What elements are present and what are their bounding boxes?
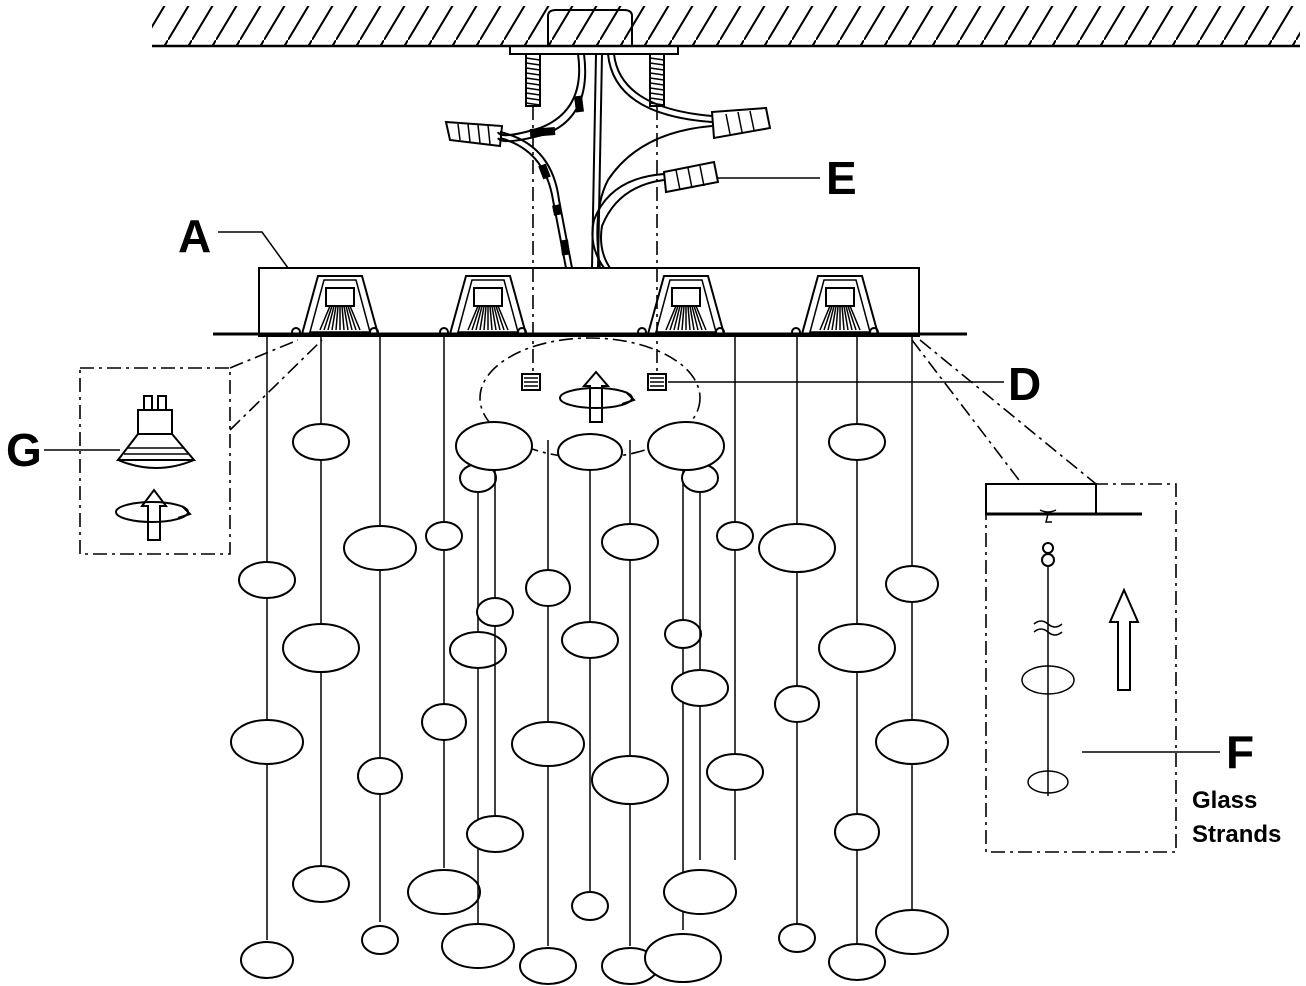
bulb-detail [79,339,323,555]
glass-bead [343,525,417,571]
lamp-holders [291,275,880,337]
glass-strand [875,336,949,955]
glass-strand [644,440,722,983]
wire-nut-e [662,160,720,194]
glass-strand [818,336,896,981]
label-g: G [6,424,120,476]
glass-bead [647,421,725,471]
label-e: E [718,152,857,204]
ceiling [152,6,1300,48]
glass-bead [885,565,939,603]
glass-bead [716,521,754,551]
label-g-text: G [6,424,42,476]
lamp-holder [291,275,380,337]
glass-strand [441,440,515,969]
label-f: F Glass Strands [1082,726,1281,848]
glass-bead [561,621,619,659]
glass-bead [834,813,880,851]
glass-strand [282,336,360,903]
glass-bead [571,891,609,921]
glass-bead [407,869,481,915]
lamp-holder [791,275,880,337]
glass-bead [758,523,836,573]
glass-bead [601,523,659,561]
glass-bead [557,433,623,471]
glass-strands [230,336,949,985]
glass-bead [466,815,524,853]
glass-bead [357,757,403,795]
glass-bead [240,941,294,979]
glass-bead [421,703,467,741]
glass-strand [511,440,585,985]
glass-bead [774,685,820,723]
label-e-text: E [826,152,857,204]
glass-bead [875,719,949,765]
glass-bead [525,569,571,607]
glass-bead [818,623,896,673]
glass-bead [778,923,816,953]
glass-strand [343,336,417,955]
glass-bead [828,943,886,981]
label-d-text: D [1008,358,1041,410]
label-d: D [668,358,1041,410]
glass-bead [828,423,886,461]
glass-strand [561,440,619,921]
glass-bead [664,619,702,649]
label-f-text: F [1226,726,1254,778]
glass-strand [706,336,764,860]
glass-bead [511,721,585,767]
glass-strand [663,440,737,915]
glass-bead [644,933,722,983]
glass-strand [466,440,524,853]
wire-nut-left [444,120,504,148]
glass-strand [591,440,669,985]
glass-bead [591,755,669,805]
glass-bead [476,597,514,627]
glass-bead [875,909,949,955]
glass-bead [449,631,507,669]
glass-bead [238,561,296,599]
glass-bead [230,719,304,765]
glass-bead [282,623,360,673]
junction-box [509,9,679,55]
lamp-holder [637,275,726,337]
glass-bead [361,925,399,955]
wire-nut-right [710,106,772,140]
label-f-caption-line1: Glass [1192,787,1257,814]
glass-bead [455,421,533,471]
glass-strand [230,336,304,979]
label-a-text: A [178,210,211,262]
glass-bead [706,753,764,791]
label-a: A [178,210,289,269]
glass-bead [425,521,463,551]
glass-bead [292,865,350,903]
supply-wires [497,53,713,269]
glass-bead [663,869,737,915]
glass-strand [407,336,481,915]
glass-bead [292,423,350,461]
label-f-caption-line2: Strands [1192,821,1281,848]
glass-bead [519,947,577,985]
glass-bead [441,923,515,969]
rotate-icon [559,370,636,423]
strand-detail [911,339,1177,853]
glass-strand [758,336,836,953]
lamp-holder [439,275,528,337]
glass-bead [671,669,729,707]
